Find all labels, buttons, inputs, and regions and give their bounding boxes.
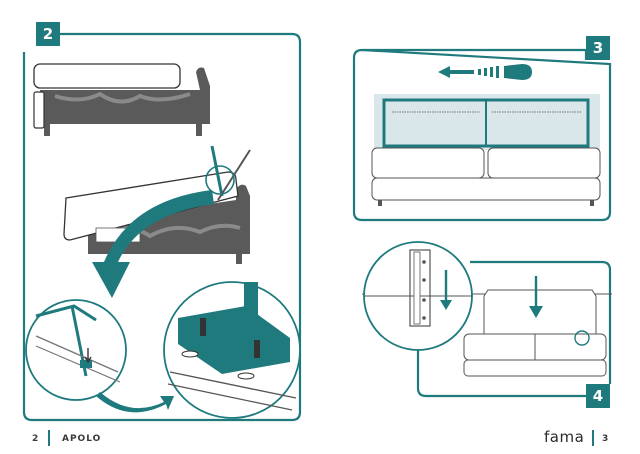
bed-small-illustration (463, 276, 607, 377)
step2-panel (22, 32, 302, 422)
left-footer-divider (48, 430, 50, 446)
step3-panel (352, 48, 612, 222)
detail-circle-step4 (363, 241, 473, 351)
right-page-number: 3 (602, 434, 610, 444)
brand-logo: fama (544, 428, 585, 446)
step-badge-4: 4 (586, 384, 610, 408)
left-footer-title: APOLO (62, 434, 102, 444)
push-arrow-icon (438, 64, 532, 80)
step-badge-3: 3 (586, 36, 610, 60)
bed-flat-illustration (33, 63, 210, 136)
left-page-number: 2 (32, 434, 40, 444)
connector-arrow-icon (96, 392, 174, 413)
curved-arrow-icon (92, 190, 214, 298)
detail-circle-right (163, 281, 301, 419)
step4-panel (362, 241, 612, 398)
bed-lifted-illustration (63, 145, 251, 264)
bed-front-illustration (371, 94, 601, 206)
detail-circle-left (25, 299, 127, 401)
right-footer-divider (592, 430, 594, 446)
step-badge-2: 2 (36, 22, 60, 46)
